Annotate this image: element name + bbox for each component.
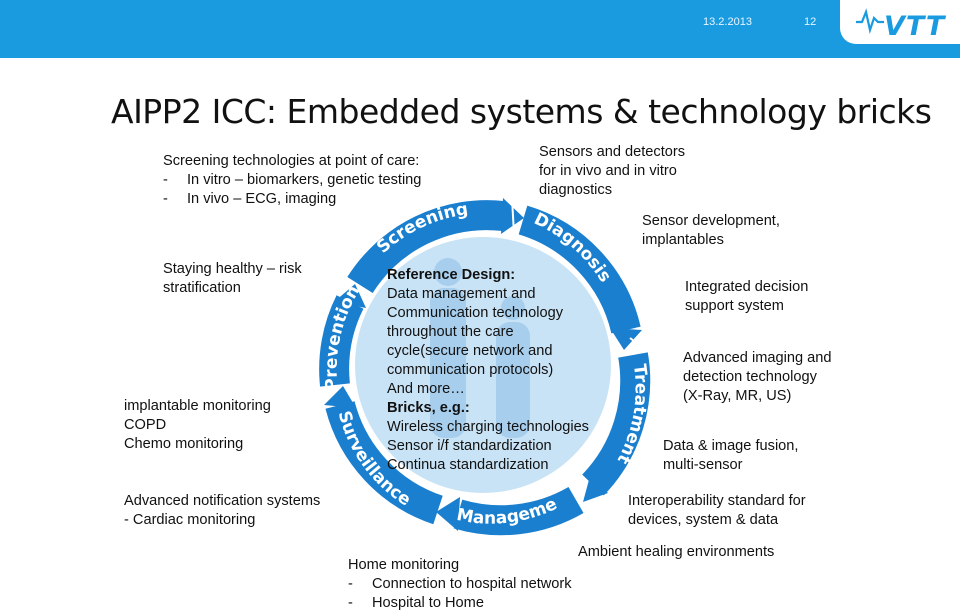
- data-image-fusion-block: Data & image fusion, multi-sensor: [663, 437, 798, 475]
- ring-separators: [511, 197, 647, 351]
- block-line: COPD: [124, 417, 167, 433]
- block-line: Interoperability standard for: [628, 493, 806, 509]
- slide-date: 13.2.2013: [703, 16, 752, 28]
- bricks-heading: Bricks, e.g.:: [387, 400, 470, 416]
- reference-design-line: Data management and: [387, 286, 536, 302]
- bricks-item: Wireless charging technologies: [387, 419, 589, 435]
- home-monitoring-item: Hospital to Home: [372, 595, 484, 611]
- block-line: Staying healthy – risk: [163, 261, 302, 277]
- block-line: devices, system & data: [628, 512, 779, 528]
- sensor-development-block: Sensor development, implantables: [642, 212, 780, 250]
- reference-design-line: throughout the care: [387, 324, 514, 340]
- ring-segment-surveillance: [325, 400, 444, 525]
- home-monitoring-block: Home monitoring -Connection to hospital …: [348, 557, 572, 611]
- family-silhouette-icon: [430, 258, 530, 438]
- block-line: - Cardiac monitoring: [124, 512, 256, 528]
- ring-segment-management: [453, 486, 584, 536]
- interoperability-block: Interoperability standard for devices, s…: [628, 492, 806, 530]
- ring-segment-prevention: [319, 295, 364, 387]
- block-line: Chemo monitoring: [124, 436, 244, 452]
- block-line: for in vivo and in vitro: [539, 163, 677, 179]
- ring-segment-diagnosis: [518, 205, 641, 334]
- reference-design-line: Communication technology: [387, 305, 564, 321]
- vtt-logo-icon: VTT: [856, 8, 947, 38]
- block-line: multi-sensor: [663, 457, 743, 473]
- advanced-notification-block: Advanced notification systems - Cardiac …: [124, 492, 320, 530]
- care-cycle-diagram: Screening Diagnosis Treatment Management…: [308, 190, 651, 536]
- staying-healthy-block: Staying healthy – risk stratification: [163, 260, 302, 298]
- reference-design-text: Reference Design: Data management and Co…: [387, 266, 589, 475]
- reference-design-heading: Reference Design:: [387, 267, 516, 283]
- block-line: (X-Ray, MR, US): [683, 388, 792, 404]
- bricks-item: Continua standardization: [387, 457, 549, 473]
- implantable-monitoring-block: implantable monitoring COPD Chemo monito…: [124, 397, 271, 454]
- bricks-item: Sensor i/f standardization: [387, 438, 552, 454]
- block-line: implantable monitoring: [124, 398, 271, 414]
- ring-segment-treatment: [581, 352, 651, 496]
- reference-design-line: communication protocols): [387, 362, 554, 378]
- ring-segment-screening: [347, 200, 505, 294]
- block-line: Advanced imaging and: [683, 350, 832, 366]
- slide-page-number: 12: [804, 16, 817, 28]
- advanced-imaging-block: Advanced imaging and detection technolog…: [683, 349, 831, 406]
- center-disc: [355, 237, 611, 493]
- home-monitoring-item: Connection to hospital network: [372, 576, 572, 592]
- slide-title: AIPP2 ICC: Embedded systems & technology…: [111, 92, 932, 131]
- reference-design-line: And more…: [387, 381, 465, 397]
- vtt-logo-text: VTT: [884, 11, 947, 38]
- block-line: Integrated decision: [685, 279, 809, 295]
- block-line: Data & image fusion,: [663, 438, 799, 454]
- block-line: Sensors and detectors: [539, 144, 686, 160]
- decision-support-block: Integrated decision support system: [685, 278, 808, 316]
- sensors-detectors-block: Sensors and detectors for in vivo and in…: [539, 143, 685, 200]
- block-line: implantables: [642, 232, 724, 248]
- home-monitoring-heading: Home monitoring: [348, 557, 460, 573]
- block-line: Ambient healing environments: [578, 544, 775, 560]
- block-line: support system: [685, 298, 784, 314]
- block-line: stratification: [163, 280, 241, 296]
- screening-heading: Screening technologies at point of care:: [163, 153, 420, 169]
- cycle-ring: [319, 200, 651, 536]
- ambient-healing-block: Ambient healing environments: [578, 543, 774, 562]
- screening-item: In vivo – ECG, imaging: [187, 191, 337, 207]
- vtt-logo: VTT: [840, 0, 960, 44]
- screening-item: In vitro – biomarkers, genetic testing: [187, 172, 422, 188]
- block-line: diagnostics: [539, 182, 613, 198]
- header-bar: 13.2.2013 12: [0, 0, 960, 58]
- screening-technologies-block: Screening technologies at point of care:…: [163, 153, 422, 207]
- block-line: detection technology: [683, 369, 817, 385]
- block-line: Advanced notification systems: [124, 493, 321, 509]
- block-line: Sensor development,: [642, 213, 780, 229]
- reference-design-line: cycle(secure network and: [387, 343, 553, 359]
